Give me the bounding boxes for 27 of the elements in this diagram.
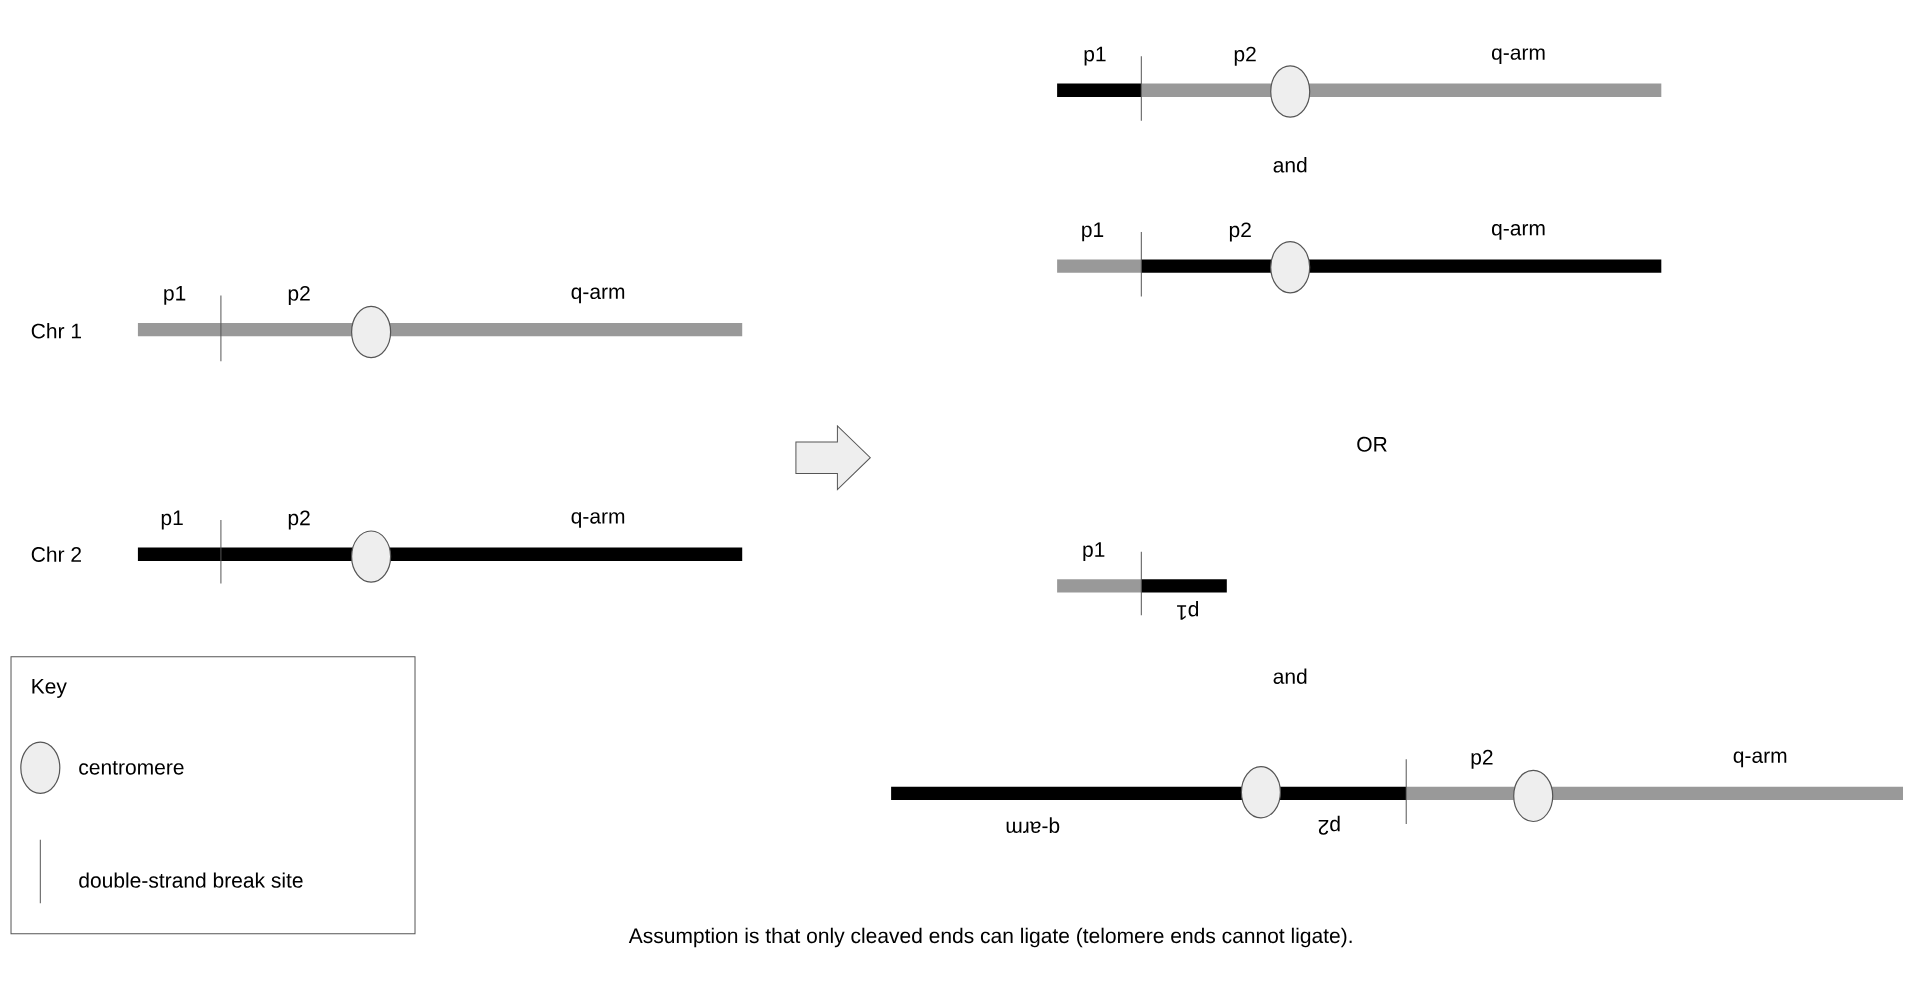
segment-label: p2: [288, 510, 310, 530]
segment-label: q-arm: [571, 512, 625, 528]
segment-label: p2: [1234, 46, 1256, 66]
chromosome-label: Chr 1: [31, 323, 81, 339]
segment-label: q-arm: [571, 287, 625, 304]
key-title: Key: [32, 679, 67, 698]
legend-label: centromere: [79, 760, 184, 775]
legend-label: double-strand break site: [79, 872, 303, 888]
caption: Assumption is that only cleaved ends can ligate (telomere ends cannot ligate).: [628, 927, 1352, 948]
segment-label: q-arm: [1006, 817, 1060, 833]
segment-label: p1: [1083, 542, 1105, 562]
segment-label: and: [1273, 668, 1307, 684]
segment-label: p2: [1318, 815, 1340, 835]
segment-label: p2: [288, 285, 310, 305]
segment-label: p2: [1471, 749, 1493, 769]
chromosome-label: Chr 2: [31, 546, 81, 562]
segment-label: p1: [1084, 46, 1106, 66]
segment-label: p1: [164, 286, 186, 305]
segment-label: and: [1273, 157, 1307, 173]
segment-label: q-arm: [1491, 224, 1545, 240]
segment-label: q-arm: [1491, 48, 1545, 65]
segment-label: p1: [1082, 222, 1104, 242]
segment-label: OR: [1357, 436, 1387, 452]
segment-label: q-arm: [1733, 751, 1787, 768]
segment-label: p2: [1229, 222, 1251, 242]
segment-label: p1: [161, 510, 183, 530]
segment-label: p1: [1177, 600, 1199, 620]
